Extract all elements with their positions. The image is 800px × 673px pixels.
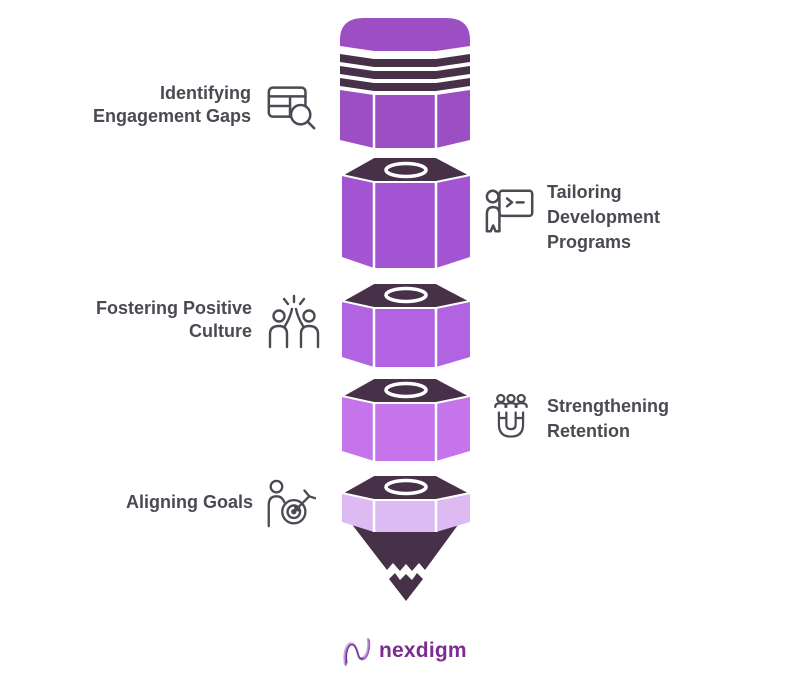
pencil-lead-tip xyxy=(389,573,423,601)
step2-label-line3: Programs xyxy=(547,232,632,252)
facet-edge-lines xyxy=(372,95,438,532)
step1-label-line2: Engagement Gaps xyxy=(92,106,251,126)
pencil-funnel-graphic xyxy=(340,18,471,601)
segment1-body xyxy=(340,90,470,148)
segment2-body xyxy=(342,175,470,268)
step2-label-line1: Tailoring xyxy=(547,182,622,202)
lead-ellipses xyxy=(384,161,428,496)
step2-label: Tailoring Development Programs xyxy=(547,180,660,255)
nexdigm-logo: nexdigm xyxy=(342,635,467,667)
step1-label-line1: Identifying xyxy=(160,83,251,103)
high-five-icon xyxy=(268,294,320,349)
presenter-board-icon xyxy=(485,189,534,233)
step3-label: Fostering Positive Culture xyxy=(96,297,252,343)
step4-label: Strengthening Retention xyxy=(547,394,669,444)
segment3-body xyxy=(342,301,470,367)
step2-label-line2: Development xyxy=(547,207,661,227)
step3-label-line1: Fostering Positive xyxy=(95,298,252,318)
step5-label-line1: Aligning Goals xyxy=(125,492,253,512)
person-target-icon xyxy=(267,479,316,528)
nexdigm-logo-mark xyxy=(343,637,371,666)
magnet-people-icon xyxy=(494,393,528,438)
step3-label-line2: Culture xyxy=(189,321,252,341)
segment1-ferrule-bands xyxy=(340,54,470,91)
segment4-body xyxy=(342,396,470,461)
step5-label: Aligning Goals xyxy=(126,491,253,514)
step4-label-line1: Strengthening xyxy=(547,396,669,416)
step4-label-line2: Retention xyxy=(547,421,630,441)
nexdigm-logo-text: nexdigm xyxy=(379,639,467,662)
table-search-icon xyxy=(267,86,316,130)
segment1-eraser-dome xyxy=(340,18,470,51)
step1-label: Identifying Engagement Gaps xyxy=(93,82,251,128)
segment-dark-tops xyxy=(341,156,471,501)
